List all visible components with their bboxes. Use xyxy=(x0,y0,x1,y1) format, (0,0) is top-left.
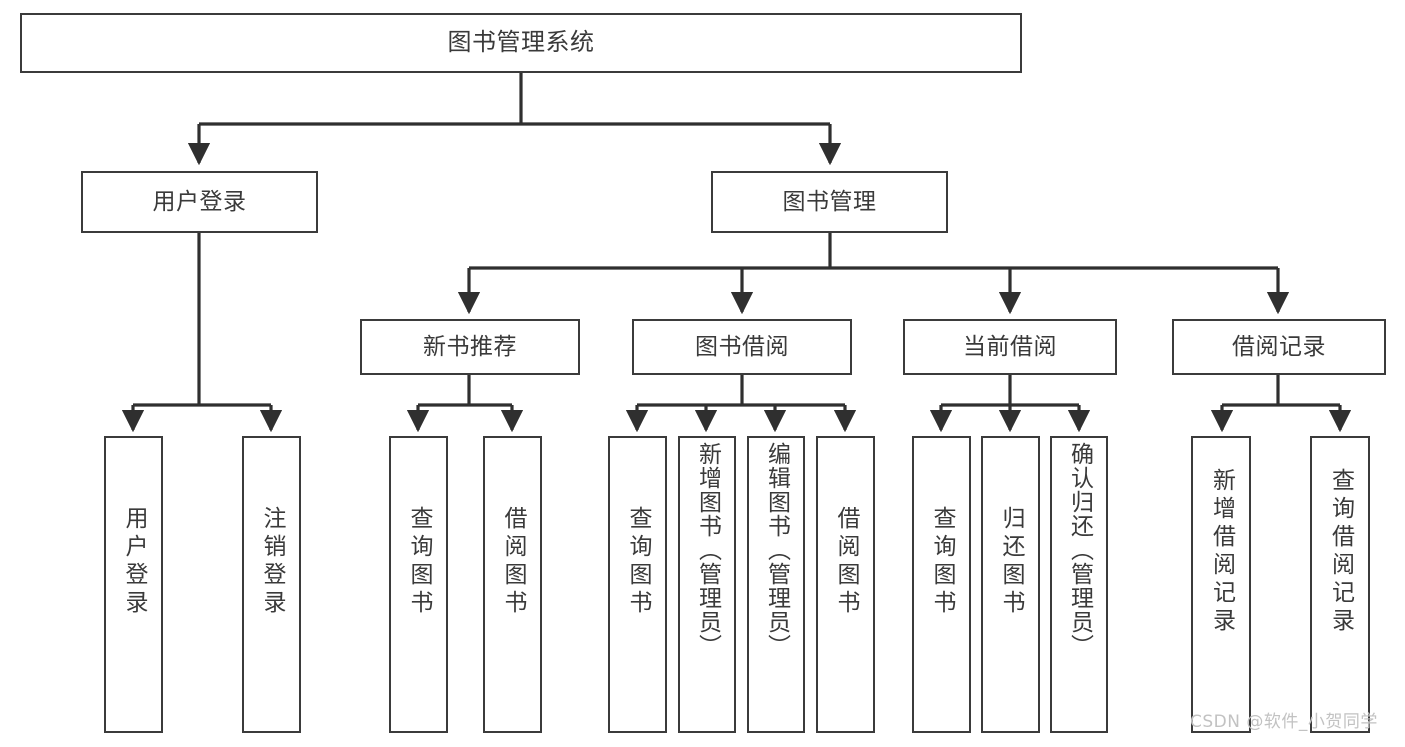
node-leaf-query-record-label: 查询借阅记录 xyxy=(1327,468,1354,636)
node-book-manage[interactable]: 图书管理 xyxy=(711,171,948,233)
node-book-manage-label: 图书管理 xyxy=(782,188,877,215)
node-leaf-edit-book-label: 编辑图书（管理员） xyxy=(763,442,790,658)
node-root[interactable]: 图书管理系统 xyxy=(20,13,1022,73)
node-leaf-borrow-book-1[interactable]: 借阅图书 xyxy=(483,436,542,733)
node-leaf-logout-login[interactable]: 注销登录 xyxy=(242,436,301,733)
node-leaf-return-book-label: 归还图书 xyxy=(998,506,1024,618)
node-leaf-borrow-book-1-label: 借阅图书 xyxy=(500,506,526,618)
node-leaf-add-record[interactable]: 新增借阅记录 xyxy=(1191,436,1251,733)
node-borrow-record[interactable]: 借阅记录 xyxy=(1172,319,1386,375)
node-leaf-query-book-2[interactable]: 查询图书 xyxy=(608,436,667,733)
node-leaf-add-book-label: 新增图书（管理员） xyxy=(694,442,721,658)
watermark: CSDN @软件_小贺同学 xyxy=(1190,712,1378,732)
node-current-borrow[interactable]: 当前借阅 xyxy=(903,319,1117,375)
node-book-borrow[interactable]: 图书借阅 xyxy=(632,319,852,375)
node-leaf-query-book-1[interactable]: 查询图书 xyxy=(389,436,448,733)
node-leaf-edit-book[interactable]: 编辑图书（管理员） xyxy=(747,436,805,733)
node-root-label: 图书管理系统 xyxy=(447,28,595,57)
node-book-borrow-label: 图书借阅 xyxy=(695,333,789,360)
node-leaf-add-book[interactable]: 新增图书（管理员） xyxy=(678,436,736,733)
node-leaf-user-login[interactable]: 用户登录 xyxy=(104,436,163,733)
node-borrow-record-label: 借阅记录 xyxy=(1232,333,1326,360)
node-leaf-borrow-book-2[interactable]: 借阅图书 xyxy=(816,436,875,733)
node-leaf-logout-login-label: 注销登录 xyxy=(259,506,285,618)
node-leaf-query-book-3[interactable]: 查询图书 xyxy=(912,436,971,733)
node-user-login-label: 用户登录 xyxy=(152,188,247,215)
node-leaf-return-book[interactable]: 归还图书 xyxy=(981,436,1040,733)
node-leaf-user-login-label: 用户登录 xyxy=(121,506,147,618)
node-leaf-confirm-return[interactable]: 确认归还（管理员） xyxy=(1050,436,1108,733)
node-leaf-query-record[interactable]: 查询借阅记录 xyxy=(1310,436,1370,733)
node-leaf-add-record-label: 新增借阅记录 xyxy=(1208,468,1235,636)
node-leaf-query-book-1-label: 查询图书 xyxy=(406,506,432,618)
node-leaf-query-book-2-label: 查询图书 xyxy=(625,506,651,618)
node-user-login[interactable]: 用户登录 xyxy=(81,171,318,233)
node-leaf-confirm-return-label: 确认归还（管理员） xyxy=(1066,442,1093,658)
node-new-book-rec[interactable]: 新书推荐 xyxy=(360,319,580,375)
node-leaf-query-book-3-label: 查询图书 xyxy=(929,506,955,618)
node-leaf-borrow-book-2-label: 借阅图书 xyxy=(833,506,859,618)
node-new-book-rec-label: 新书推荐 xyxy=(423,333,517,360)
node-current-borrow-label: 当前借阅 xyxy=(963,333,1057,360)
